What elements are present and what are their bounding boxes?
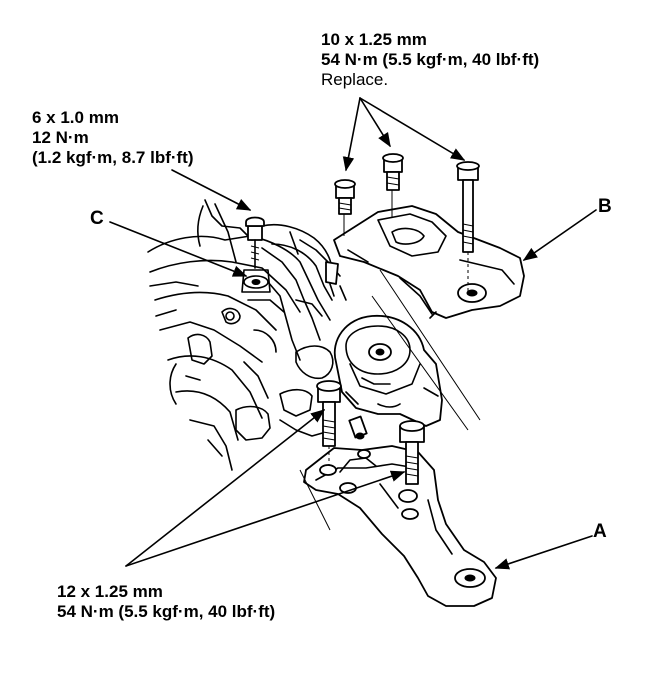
top-bolts-size: 10 x 1.25 mm bbox=[321, 30, 427, 49]
label-b: B bbox=[598, 196, 612, 217]
bracket-b bbox=[333, 205, 525, 319]
top-bolts-note: Replace. bbox=[321, 70, 389, 89]
top-bolt-2 bbox=[382, 153, 404, 191]
ground-bolt-size: 6 x 1.0 mm bbox=[32, 108, 119, 127]
ground-bolt-torque-alt: (1.2 kgf·m, 8.7 lbf·ft) bbox=[32, 148, 194, 167]
callout-arrows bbox=[109, 97, 597, 570]
guide-lines bbox=[299, 190, 481, 531]
ground-wire bbox=[261, 223, 339, 297]
bottom-bolt-1 bbox=[316, 380, 342, 466]
label-a: A bbox=[593, 521, 607, 542]
ground-bolt bbox=[241, 216, 271, 293]
bottom-bolts-torque: 54 N·m (5.5 kgf·m, 40 lbf·ft) bbox=[57, 602, 276, 621]
engine-mount bbox=[333, 315, 443, 440]
top-bolt-3-long bbox=[456, 161, 480, 292]
ground-bolt-spec: 6 x 1.0 mm 12 N·m (1.2 kgf·m, 8.7 lbf·ft… bbox=[32, 108, 194, 168]
top-bolts-torque: 54 N·m (5.5 kgf·m, 40 lbf·ft) bbox=[321, 50, 540, 69]
bottom-bolts-spec: 12 x 1.25 mm 54 N·m (5.5 kgf·m, 40 lbf·f… bbox=[57, 582, 275, 622]
bracket-a bbox=[303, 445, 497, 607]
transmission-housing bbox=[147, 199, 347, 471]
top-bolts-spec: 10 x 1.25 mm 54 N·m (5.5 kgf·m, 40 lbf·f… bbox=[321, 30, 539, 90]
bottom-bolts-size: 12 x 1.25 mm bbox=[57, 582, 163, 601]
label-c: C bbox=[90, 208, 104, 229]
top-bolt-1 bbox=[334, 179, 356, 215]
bottom-bolt-2 bbox=[399, 420, 425, 485]
ground-bolt-torque: 12 N·m bbox=[32, 128, 89, 147]
